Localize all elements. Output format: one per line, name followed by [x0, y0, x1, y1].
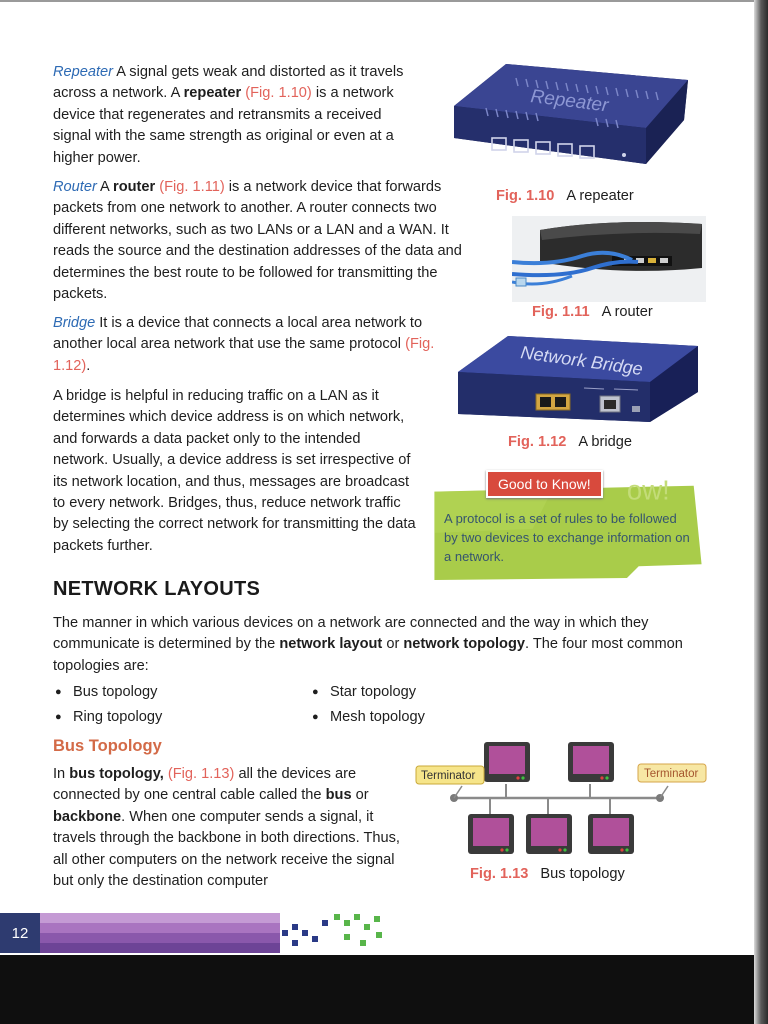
- repeater-term: Repeater: [53, 64, 114, 80]
- layouts-paragraph: The manner in which various devices on a…: [53, 615, 683, 674]
- repeater-paragraph: Repeater A signal gets weak and distorte…: [53, 64, 404, 166]
- router-paragraph: Router A router (Fig. 1.11) is a network…: [53, 179, 462, 303]
- fig-ref: (Fig. 1.10): [245, 85, 312, 102]
- scan-right-edge: [754, 0, 768, 1024]
- list-item: Bus topology: [53, 680, 162, 705]
- scan-bottom-shadow: [0, 955, 768, 1024]
- page-number: 12: [0, 913, 40, 953]
- top-rule: [0, 0, 755, 2]
- topology-list-right: Star topology Mesh topology: [310, 680, 425, 730]
- bus-paragraph: In bus topology, (Fig. 1.13) all the dev…: [53, 766, 400, 890]
- good-to-know-title: Good to Know!: [486, 470, 603, 498]
- fig-ref: (Fig. 1.13): [167, 766, 235, 782]
- bridge-term: Bridge: [53, 315, 96, 331]
- subsection-title: Bus Topology: [53, 737, 162, 755]
- list-item: Star topology: [310, 680, 425, 705]
- list-item: Ring topology: [53, 705, 162, 730]
- bridge-image: Network Bridge: [458, 336, 698, 422]
- bus-topology-diagram: Terminator Terminator: [415, 742, 707, 854]
- good-to-know-box: ow!: [434, 474, 702, 580]
- bridge-paragraph: Bridge It is a device that connects a lo…: [53, 315, 435, 374]
- terminator-left-label: Terminator: [421, 770, 475, 782]
- topology-list-left: Bus topology Ring topology: [53, 680, 162, 730]
- section-title: NETWORK LAYOUTS: [53, 578, 261, 600]
- repeater-image: Repeater: [454, 64, 688, 164]
- svg-text:ow!: ow!: [627, 474, 670, 505]
- router-image: [512, 216, 706, 302]
- list-item: Mesh topology: [310, 705, 425, 730]
- good-to-know-text: A protocol is a set of rules to be follo…: [444, 511, 690, 564]
- router-term: Router: [53, 179, 97, 195]
- fig-ref: (Fig. 1.11): [159, 179, 225, 195]
- bridge-detail-paragraph: A bridge is helpful in reducing traffic …: [53, 388, 416, 554]
- fig-ref: (Fig. 1.12): [53, 336, 435, 374]
- footer-band: [0, 913, 755, 955]
- terminator-right-label: Terminator: [644, 768, 698, 780]
